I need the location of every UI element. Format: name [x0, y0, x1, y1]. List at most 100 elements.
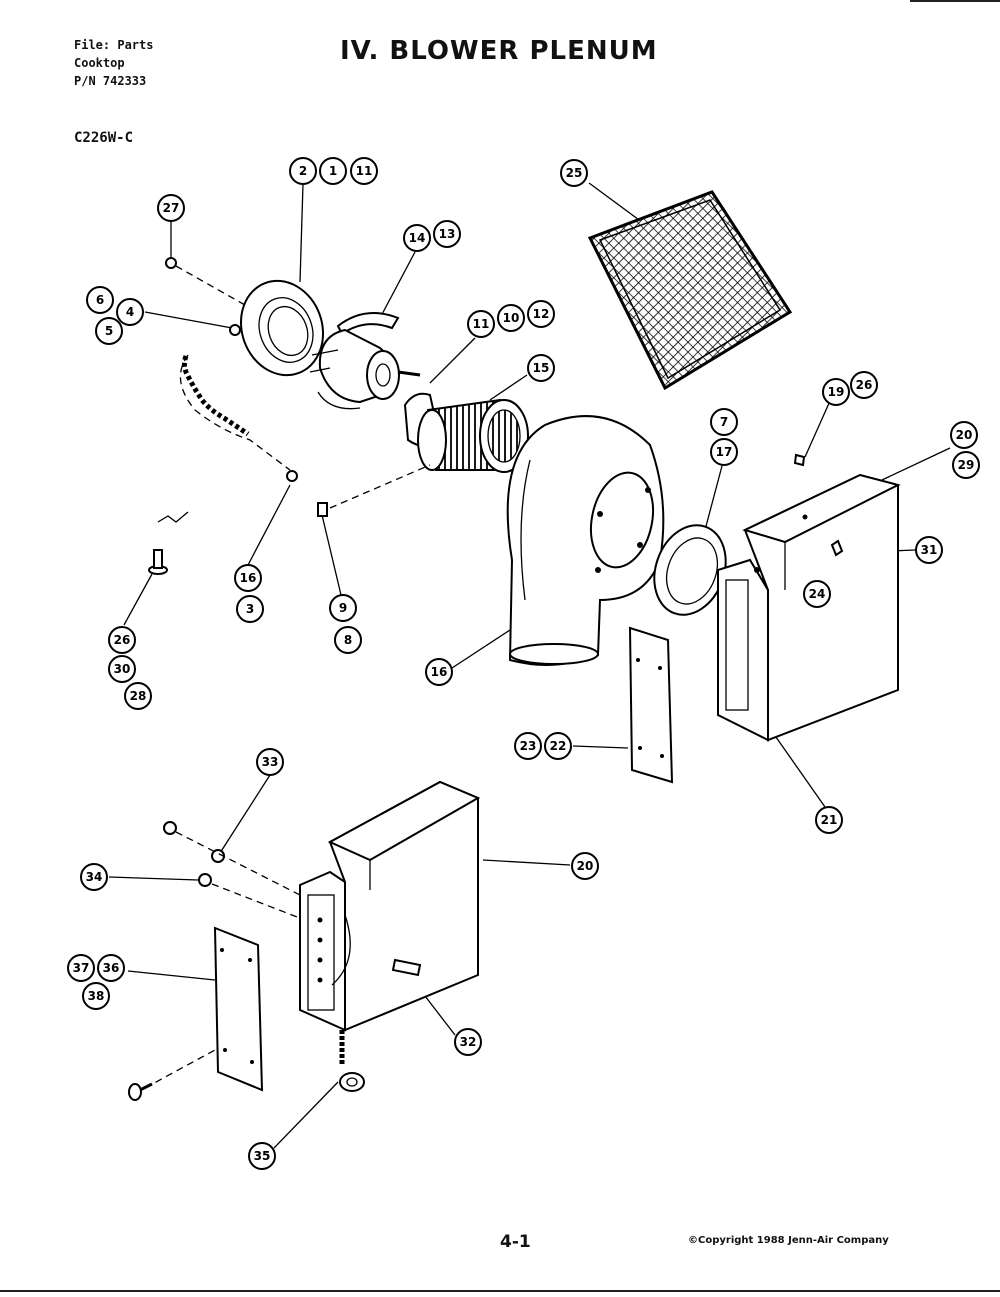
dashed-guide: [329, 464, 431, 509]
callout-15: 15: [527, 354, 555, 382]
svg-text:26: 26: [856, 378, 873, 392]
nut-27: [165, 257, 177, 269]
callout-20: 20: [950, 421, 978, 449]
blower-motor: [309, 328, 421, 410]
nut: [163, 821, 177, 835]
svg-text:13: 13: [439, 227, 456, 241]
svg-text:16: 16: [240, 571, 257, 585]
grease-filter: [587, 190, 793, 391]
callout-14: 14: [403, 224, 431, 252]
svg-text:38: 38: [88, 989, 105, 1003]
callout-24: 24: [803, 580, 831, 608]
callout-3: 3: [236, 595, 264, 623]
cover-plate-upper: [628, 626, 674, 784]
callout-26: 26: [850, 371, 878, 399]
callout-group: 2 1 11 27 6 4 5 14 13 11 10 12 15 25 19 …: [67, 157, 980, 1170]
switch-32: [391, 958, 422, 977]
svg-text:29: 29: [958, 458, 975, 472]
callout-2: 2: [289, 157, 317, 185]
callout-31: 31: [915, 536, 943, 564]
callout-7: 7: [710, 408, 738, 436]
callout-11: 11: [350, 157, 378, 185]
ring-gasket: [653, 524, 727, 616]
svg-text:27: 27: [163, 201, 180, 215]
svg-text:16: 16: [431, 665, 448, 679]
callout-29: 29: [952, 451, 980, 479]
file-line: P/N 742333: [74, 74, 147, 88]
svg-text:25: 25: [566, 166, 583, 180]
svg-text:28: 28: [130, 689, 147, 703]
callout-22: 22: [544, 732, 572, 760]
svg-text:23: 23: [520, 739, 537, 753]
callout-13: 13: [433, 220, 461, 248]
screw-37: [128, 1083, 142, 1101]
callout-23: 23: [514, 732, 542, 760]
top-rule: [910, 0, 1000, 2]
callout-5: 5: [95, 317, 123, 345]
screw-4: [229, 324, 241, 336]
svg-text:22: 22: [550, 739, 567, 753]
callout-20: 20: [571, 852, 599, 880]
callout-30: 30: [108, 655, 136, 683]
cover-plate-lower: [213, 926, 264, 1092]
callout-27: 27: [157, 194, 185, 222]
callout-6: 6: [86, 286, 114, 314]
callout-16: 16: [425, 658, 453, 686]
plenum-box-upper: [717, 473, 901, 742]
svg-text:10: 10: [503, 311, 520, 325]
callout-11: 11: [467, 310, 495, 338]
motor-mount-plate: [239, 279, 325, 377]
callout-8: 8: [334, 626, 362, 654]
svg-text:8: 8: [344, 633, 352, 647]
callout-33: 33: [256, 748, 284, 776]
callout-9: 9: [329, 594, 357, 622]
callout-38: 38: [82, 982, 110, 1010]
svg-text:11: 11: [356, 164, 373, 178]
dashed-guide: [144, 1049, 216, 1089]
callout-37: 37: [67, 954, 95, 982]
svg-text:2: 2: [299, 164, 307, 178]
page-title: IV. BLOWER PLENUM: [340, 36, 658, 66]
plenum-box-lower: [299, 780, 481, 1032]
clamp-strap: [336, 312, 400, 336]
svg-text:4: 4: [126, 305, 134, 319]
callout-1: 1: [319, 157, 347, 185]
svg-text:26: 26: [114, 633, 131, 647]
svg-text:1: 1: [329, 164, 337, 178]
blower-wheel: [417, 398, 529, 473]
bottom-rule: [0, 1290, 1000, 1292]
svg-text:20: 20: [956, 428, 973, 442]
callout-4: 4: [116, 298, 144, 326]
callout-10: 10: [497, 304, 525, 332]
callout-25: 25: [560, 159, 588, 187]
dashed-guide: [175, 265, 246, 306]
connector-16: [286, 470, 298, 482]
svg-text:11: 11: [473, 317, 490, 331]
svg-text:5: 5: [105, 324, 113, 338]
file-line: File: Parts: [74, 38, 154, 52]
svg-text:24: 24: [809, 587, 826, 601]
svg-text:34: 34: [86, 870, 103, 884]
svg-text:37: 37: [73, 961, 90, 975]
svg-text:14: 14: [409, 231, 426, 245]
svg-text:17: 17: [716, 445, 733, 459]
cord-grommet: [339, 1030, 365, 1092]
model-number: C226W-C: [74, 130, 134, 146]
copyright-notice: ©Copyright 1988 Jenn-Air Company: [688, 1235, 889, 1246]
wire-clip: [157, 511, 189, 523]
svg-text:21: 21: [821, 813, 838, 827]
file-line: Cooktop: [74, 56, 125, 70]
svg-text:36: 36: [103, 961, 120, 975]
file-info: File: Parts Cooktop P/N 742333: [74, 36, 153, 90]
svg-text:15: 15: [533, 361, 550, 375]
svg-text:7: 7: [720, 415, 728, 429]
callout-19: 19: [822, 378, 850, 406]
nut-34: [198, 873, 212, 887]
callout-17: 17: [710, 438, 738, 466]
screw-shank: [139, 1082, 153, 1092]
callout-34: 34: [80, 863, 108, 891]
dashed-guide: [175, 831, 301, 896]
clip-19: [793, 453, 806, 467]
callout-36: 36: [97, 954, 125, 982]
callout-21: 21: [815, 806, 843, 834]
